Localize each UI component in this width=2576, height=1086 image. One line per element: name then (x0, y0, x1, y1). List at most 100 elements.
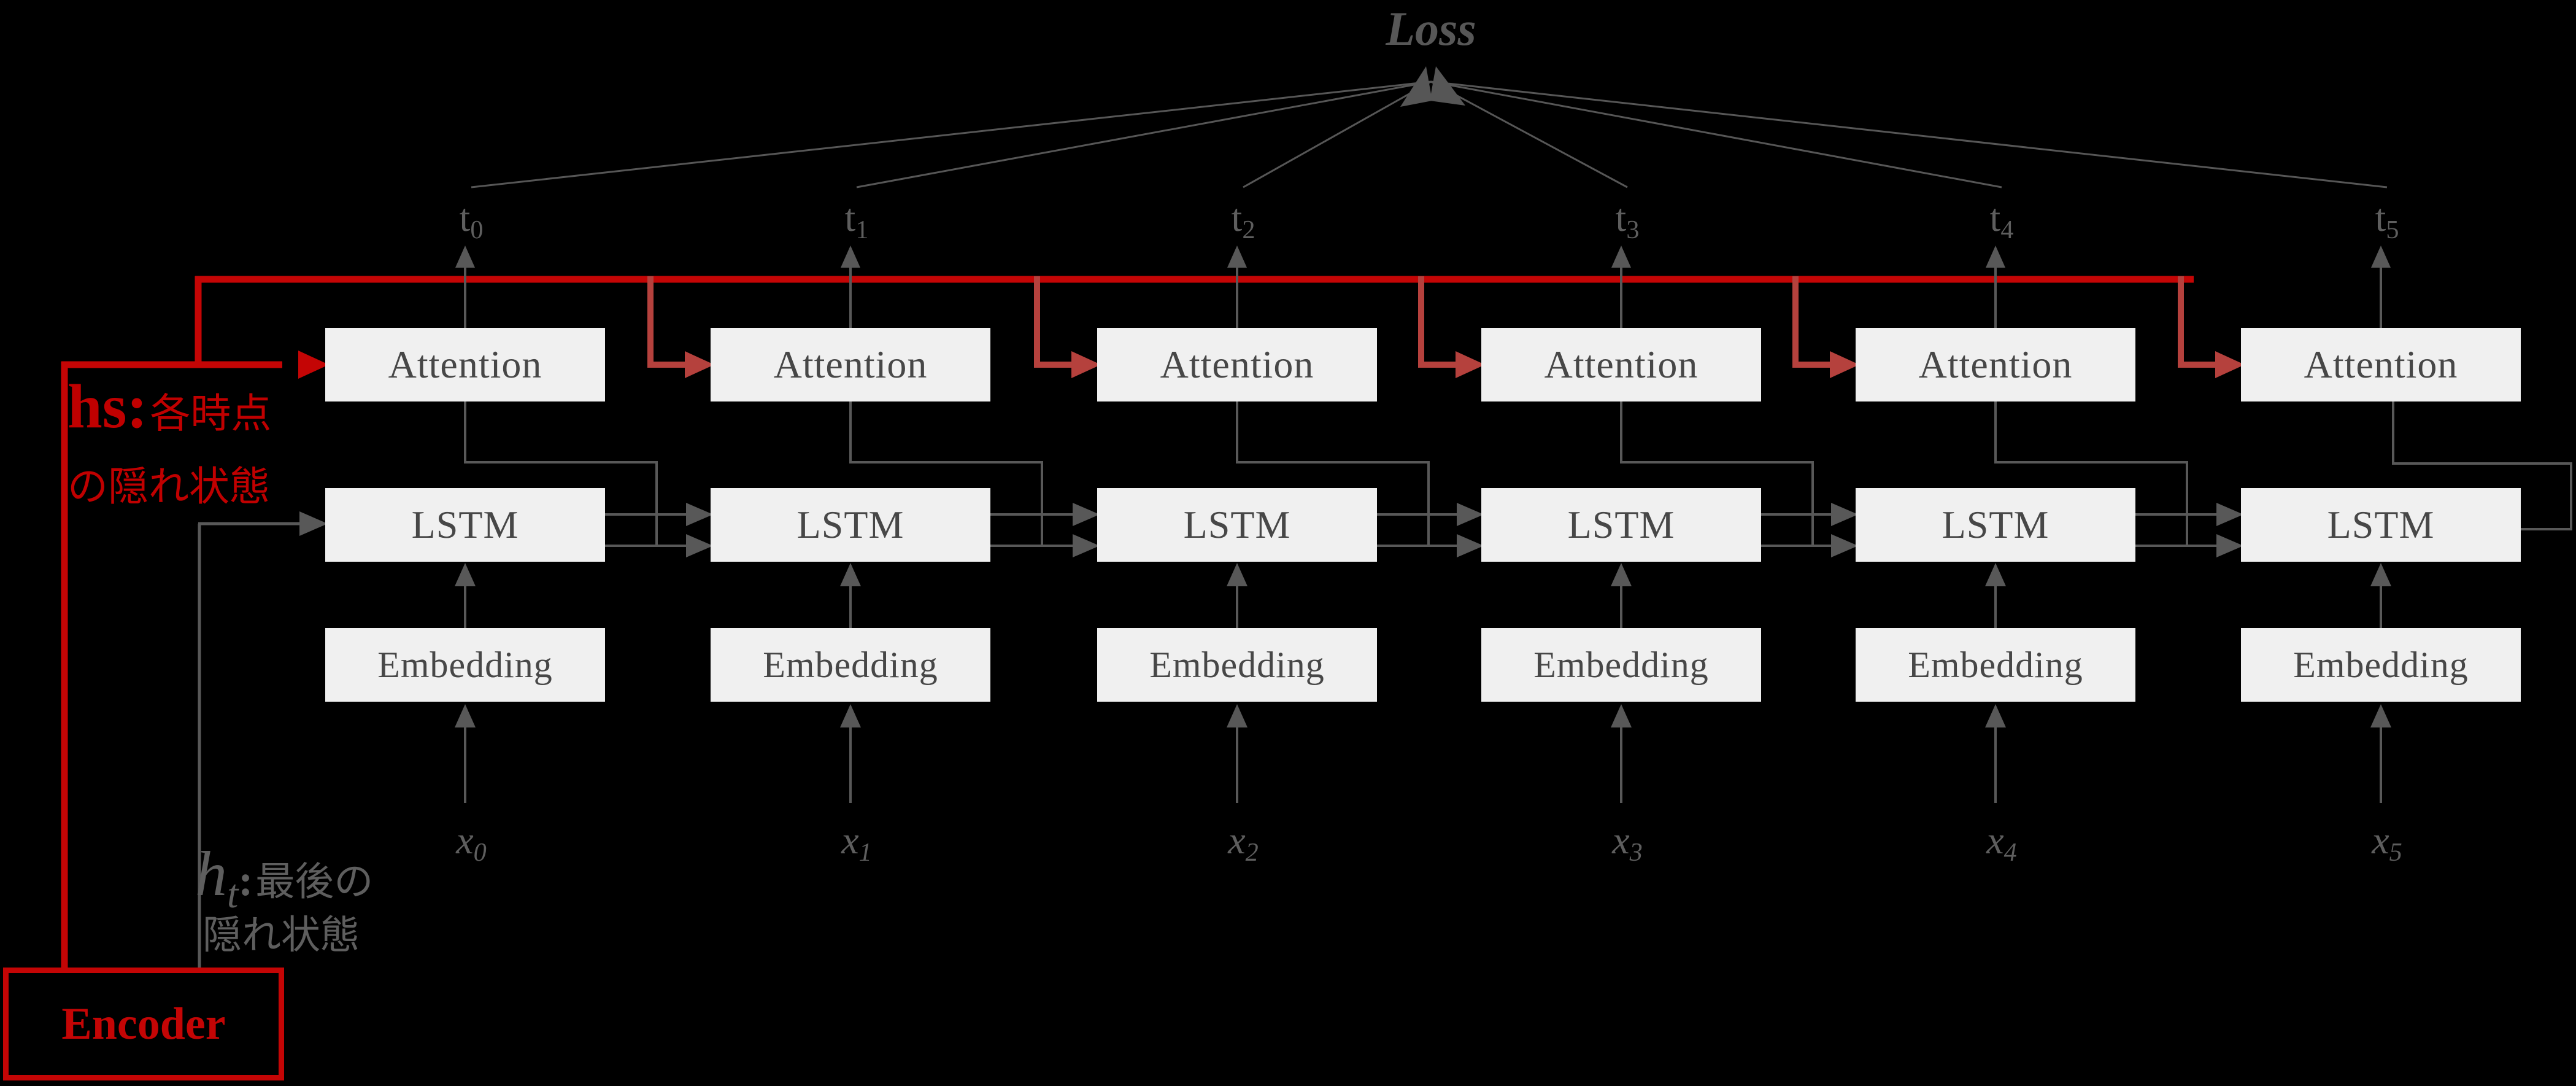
attention-box: Attention (711, 328, 990, 401)
t-base: t (1989, 196, 2001, 239)
input-label-x3: x3 (1554, 818, 1701, 867)
embedding-box: Embedding (1481, 628, 1761, 702)
input-label-x1: x1 (783, 818, 930, 867)
input-label-x2: x2 (1170, 818, 1317, 867)
lstm-chain-upper-arrowhead-icon (686, 503, 713, 526)
encoder-label: Encoder (61, 999, 226, 1049)
lstm-box: LSTM (325, 488, 605, 562)
lstm-chain-lower-arrowhead-icon (2216, 534, 2243, 557)
hs-red-drop-arrowhead-icon (2215, 351, 2245, 378)
t-subscript: 1 (855, 215, 869, 244)
x-subscript: 1 (858, 837, 872, 867)
t-subscript: 3 (1626, 215, 1640, 244)
input-label-x5: x5 (2313, 818, 2461, 867)
embedding-box: Embedding (711, 628, 990, 702)
hs-text-line1: 各時点 (150, 390, 272, 437)
loss-fanin-line (1430, 80, 1628, 188)
lstm-chain-upper-arrowhead-icon (1073, 503, 1100, 526)
lstm-chain-lower-arrowhead-icon (686, 534, 713, 557)
lstm-to-attention-link (464, 401, 658, 545)
embedding-to-lstm-arrowhead-icon (1227, 563, 1248, 586)
embedding-to-lstm-arrowhead-icon (2370, 563, 2391, 586)
embedding-to-lstm-arrowhead-icon (455, 563, 476, 586)
x-to-embedding-arrowhead-icon (840, 704, 861, 727)
attention-box: Attention (2241, 328, 2521, 401)
x-base: x (1228, 818, 1246, 862)
loss-arrowhead-left-icon (1400, 66, 1432, 107)
ht-symbol: h (195, 839, 227, 909)
x-base: x (1986, 818, 2004, 862)
loss-fanin-line (856, 80, 1432, 188)
t-base: t (1615, 196, 1627, 239)
lstm-box: LSTM (1097, 488, 1377, 562)
lstm-to-attention-link (1620, 401, 1814, 545)
attention-box: Attention (1481, 328, 1761, 401)
attention-box: Attention (325, 328, 605, 401)
x-base: x (456, 818, 474, 862)
output-label-t3: t3 (1554, 195, 1701, 245)
ht-text-line2: 隠れ状態 (202, 913, 360, 958)
t-base: t (459, 196, 471, 239)
loss-label: Loss (1386, 2, 1476, 55)
ht-annotation: ht: 最後の (195, 842, 373, 915)
lstm-chain-lower-arrowhead-icon (1073, 534, 1100, 557)
x-subscript: 0 (473, 837, 487, 867)
lstm-chain-upper-arrowhead-icon (1457, 503, 1484, 526)
x-base: x (2372, 818, 2389, 862)
hs-symbol: hs: (67, 372, 148, 441)
hs-annotation: hs: 各時点 (67, 376, 271, 438)
lstm-chain-lower-arrowhead-icon (1831, 534, 1858, 557)
ht-symbol-subscript: t (227, 871, 239, 917)
x-to-embedding-arrowhead-icon (2370, 704, 2391, 727)
x-base: x (1612, 818, 1630, 862)
embedding-to-lstm-arrowhead-icon (840, 563, 861, 586)
embedding-box: Embedding (325, 628, 605, 702)
attention-to-t-arrowhead-icon (1986, 246, 2005, 268)
output-label-t5: t5 (2313, 195, 2461, 245)
loss-fanin-line (1243, 80, 1432, 188)
attention-to-t-arrowhead-icon (455, 246, 475, 268)
t-base: t (1231, 196, 1243, 239)
t-base: t (844, 196, 856, 239)
lstm-box: LSTM (1856, 488, 2135, 562)
output-label-t0: t0 (398, 195, 545, 245)
lstm-to-attention-link-last (2392, 401, 2572, 530)
attention-to-t-arrowhead-icon (2371, 246, 2391, 268)
t-subscript: 0 (470, 215, 484, 244)
loss-fanin-line (1430, 80, 2388, 188)
lstm-chain-lower-arrowhead-icon (1457, 534, 1484, 557)
attention-box: Attention (1097, 328, 1377, 401)
lstm-box: LSTM (2241, 488, 2521, 562)
x-subscript: 5 (2389, 837, 2402, 867)
loss-fanin-line (1430, 80, 2002, 188)
embedding-to-lstm-arrowhead-icon (1611, 563, 1632, 586)
input-label-x4: x4 (1928, 818, 2075, 867)
attention-to-t-arrowhead-icon (1227, 246, 1247, 268)
hs-red-drop-arrowhead-icon (1071, 351, 1101, 378)
embedding-box: Embedding (2241, 628, 2521, 702)
ht-gray-arrowhead-icon (299, 511, 328, 536)
output-label-t2: t2 (1170, 195, 1317, 245)
embedding-to-lstm-arrowhead-icon (1985, 563, 2006, 586)
lstm-chain-upper-arrowhead-icon (2216, 503, 2243, 526)
x-subscript: 3 (1629, 837, 1643, 867)
t-base: t (2375, 196, 2386, 239)
output-label-t4: t4 (1928, 195, 2075, 245)
embedding-box: Embedding (1856, 628, 2135, 702)
x-base: x (841, 818, 859, 862)
t-subscript: 2 (1242, 215, 1255, 244)
lstm-to-attention-link (849, 401, 1043, 545)
x-to-embedding-arrowhead-icon (455, 704, 476, 727)
hs-red-drop-arrowhead-icon (685, 351, 714, 378)
loss-arrowhead-right-icon (1430, 66, 1465, 106)
loss-fanin-line (471, 80, 1432, 188)
lstm-to-attention-link (1236, 401, 1430, 545)
lstm-box: LSTM (1481, 488, 1761, 562)
hs-red-drop-arrowhead-icon (1456, 351, 1485, 378)
embedding-box: Embedding (1097, 628, 1377, 702)
x-to-embedding-arrowhead-icon (1611, 704, 1632, 727)
x-subscript: 2 (1245, 837, 1259, 867)
ht-colon: : (238, 856, 253, 905)
